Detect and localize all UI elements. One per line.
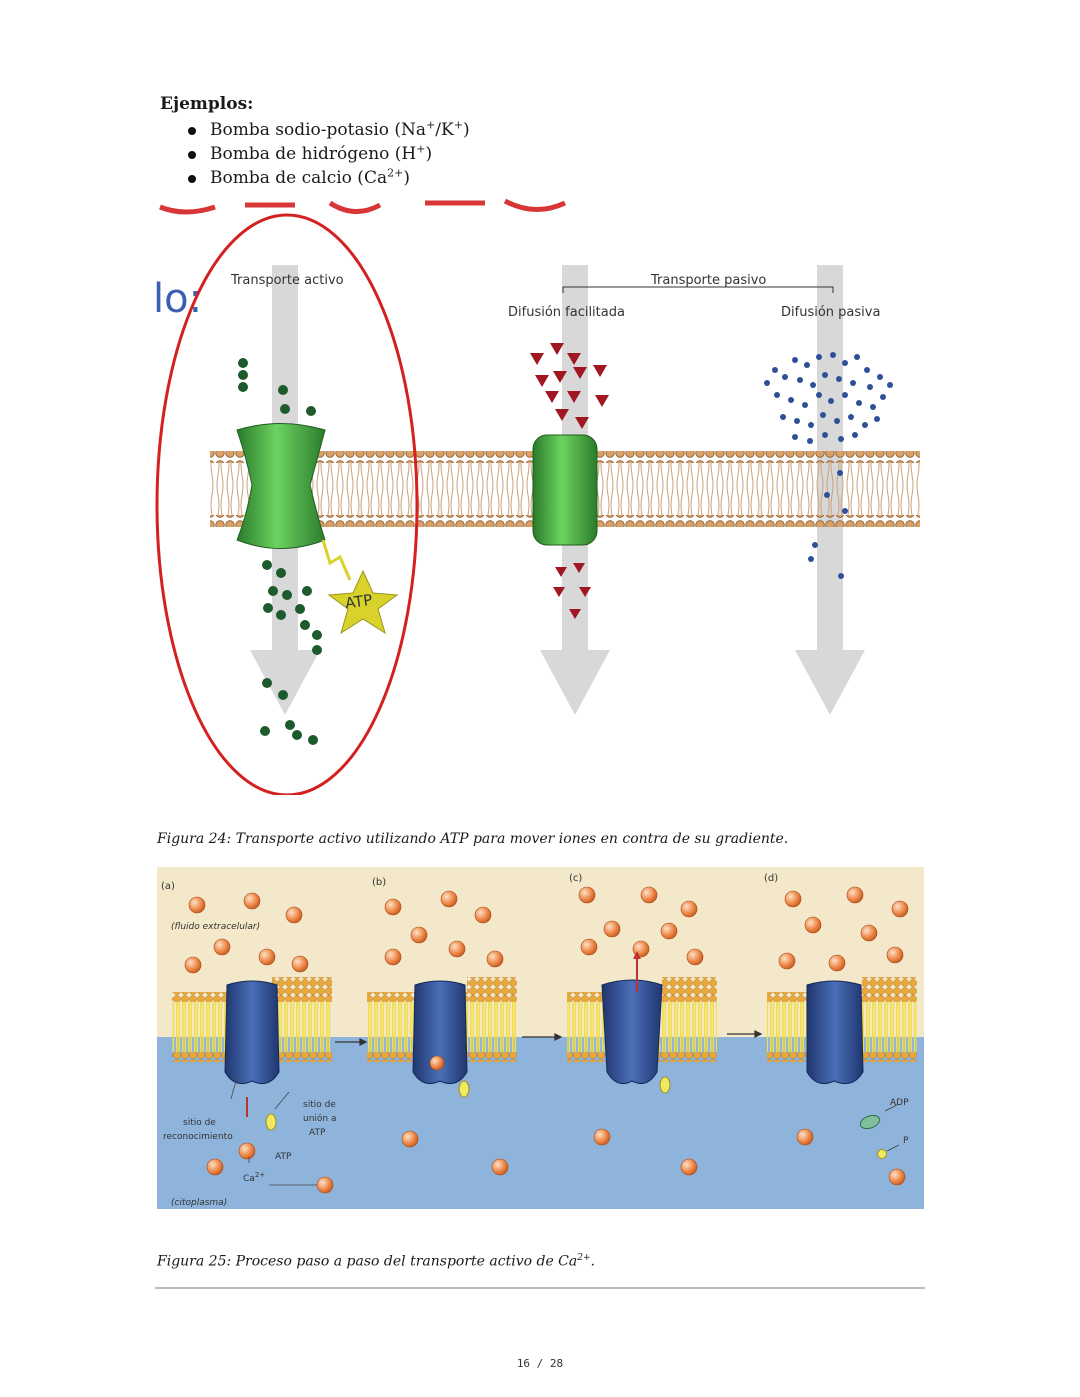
- calcium-pump: [224, 980, 280, 1084]
- extracellular-label: (fluido extracelular): [171, 922, 260, 932]
- active-pump-protein: [236, 423, 326, 549]
- figure-25-caption: Figura 25: Proceso paso a paso del trans…: [157, 1253, 595, 1270]
- recognition-site-label-1: sitio de: [183, 1118, 216, 1128]
- list-item: Bomba de hidrógeno (H+): [185, 142, 470, 166]
- panel-a-label: (a): [161, 881, 175, 892]
- panel-c-membrane: [567, 977, 717, 1084]
- calcium-pump: [806, 980, 864, 1084]
- facilitated-channel-protein: [532, 434, 598, 546]
- phosphate-label: P: [903, 1136, 909, 1146]
- list-item: Bomba de calcio (Ca2+): [185, 166, 470, 190]
- phosphate-molecule: [877, 1149, 887, 1159]
- simple-diffusion-ions: [764, 352, 893, 579]
- atp-molecule-bound: [659, 1076, 671, 1094]
- panel-d-membrane: [767, 977, 917, 1084]
- active-transport-ions: [238, 358, 322, 745]
- atp-site-label-1: sitio de: [303, 1100, 336, 1110]
- figure-24-caption: Figura 24: Transporte activo utilizando …: [157, 831, 789, 847]
- step-arrows: [335, 1030, 763, 1046]
- examples-heading: Ejemplos:: [160, 94, 254, 114]
- atp-site-label-2: unión a: [303, 1113, 337, 1124]
- cut-heading-fragment: [159, 198, 567, 215]
- page-number: 16 / 28: [516, 1357, 564, 1370]
- cytoplasm-label: (citoplasma): [171, 1198, 227, 1208]
- panel-c-label: (c): [569, 873, 582, 884]
- atp-star: [327, 569, 399, 635]
- atp-molecule-bound: [458, 1080, 470, 1098]
- adp-molecule: [859, 1114, 881, 1130]
- atp-label: ATP: [344, 591, 374, 613]
- calcium-pump: [601, 979, 663, 1084]
- list-item: Bomba sodio-potasio (Na+/K+): [185, 118, 470, 142]
- panel-d-label: (d): [764, 873, 778, 884]
- adp-label: ADP: [890, 1098, 909, 1108]
- ion-label: Ca2+: [243, 1171, 265, 1184]
- atp-site-label-3: ATP: [309, 1128, 326, 1138]
- figure-25-calcium-pump-steps: (a) (b) (c) (d) (fluido extracelular) (c…: [157, 867, 924, 1209]
- calcium-ions: [184, 886, 909, 1194]
- divider: [155, 1287, 925, 1289]
- atp-link: [321, 539, 352, 581]
- facilitated-diffusion-ions: [530, 343, 609, 619]
- calcium-pump: [412, 980, 468, 1084]
- atp-label: ATP: [275, 1152, 292, 1162]
- highlight-ellipse: [155, 213, 419, 795]
- atp-molecule: [265, 1113, 277, 1131]
- panel-a-membrane: [172, 977, 332, 1084]
- passive-bracket: [562, 286, 834, 293]
- panel-b-label: (b): [372, 877, 386, 888]
- label-simple-diffusion: Difusión pasiva: [781, 305, 880, 320]
- panel-b-membrane: [367, 977, 517, 1084]
- examples-list: Bomba sodio-potasio (Na+/K+) Bomba de hi…: [185, 118, 470, 190]
- figure-24-transport-diagram: lo: ATP: [155, 198, 920, 795]
- label-facilitated-diffusion: Difusión facilitada: [508, 305, 625, 320]
- label-active-transport: Transporte activo: [230, 273, 344, 288]
- label-passive-transport: Transporte pasivo: [650, 273, 766, 288]
- recognition-site-label-2: reconocimiento: [163, 1132, 233, 1142]
